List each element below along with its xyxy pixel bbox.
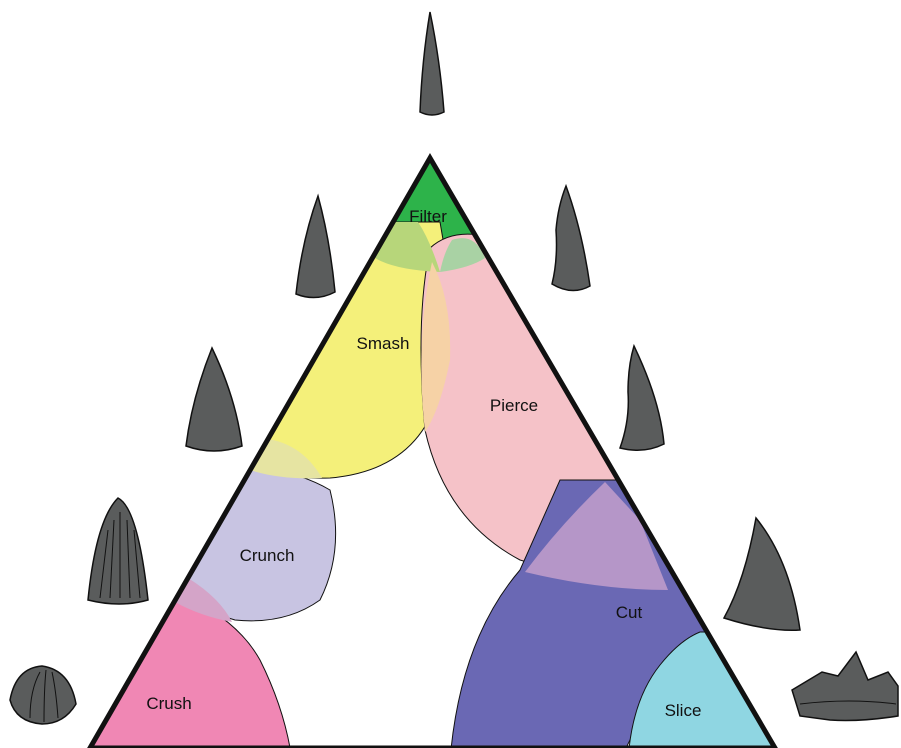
tall-conical-tooth-icon: [296, 196, 335, 298]
label-pierce: Pierce: [490, 396, 538, 415]
label-slice: Slice: [665, 701, 702, 720]
label-cut: Cut: [616, 603, 643, 622]
recurved-tooth-icon: [552, 186, 590, 291]
hooked-blade-tooth-icon: [724, 518, 800, 630]
label-crunch: Crunch: [240, 546, 295, 565]
triangle-regions: [80, 150, 780, 748]
flat-serrated-tooth-icon: [792, 652, 898, 721]
label-crush: Crush: [146, 694, 191, 713]
cone-tooth-icon: [186, 348, 242, 451]
curved-blade-tooth-icon: [620, 346, 664, 450]
label-filter: Filter: [409, 207, 447, 226]
rounded-ridged-tooth-icon: [10, 666, 76, 724]
label-smash: Smash: [357, 334, 410, 353]
tall-curved-tooth-icon: [420, 12, 444, 115]
